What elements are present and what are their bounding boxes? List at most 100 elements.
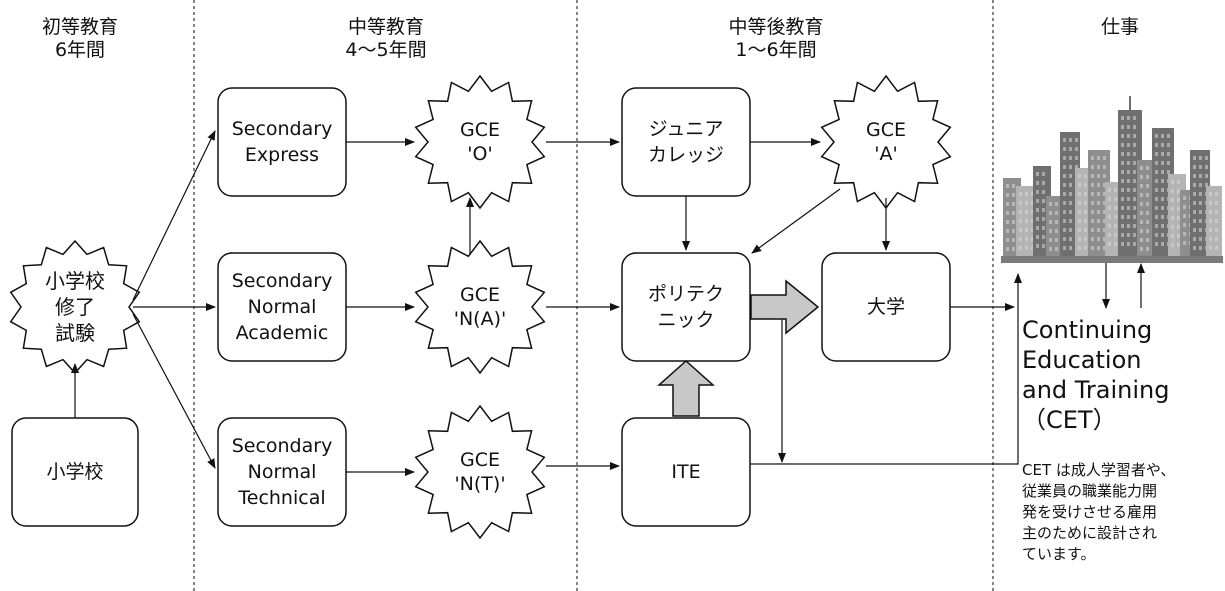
gce-nt-line1: GCE — [460, 449, 500, 471]
gce-na-line2: 'N(A)' — [453, 308, 507, 330]
gce-nt-label: GCE 'N(T)' — [420, 440, 540, 504]
junior-college-label: ジュニア カレッジ — [622, 88, 750, 196]
city-window — [1215, 237, 1218, 241]
city-window — [1075, 138, 1078, 142]
city-window — [1069, 165, 1072, 169]
gce-o-star — [414, 74, 546, 210]
city-window — [1121, 161, 1124, 165]
gce-o-line1: GCE — [460, 119, 500, 141]
city-window — [1049, 220, 1052, 224]
arrow-ite-to-work — [750, 273, 1022, 465]
city-window — [1031, 237, 1034, 241]
city-spire — [1129, 96, 1131, 112]
city-window — [1049, 229, 1052, 233]
city-window — [1121, 215, 1124, 219]
city-window — [1199, 237, 1202, 241]
city-window — [1108, 215, 1111, 219]
city-window — [1127, 224, 1130, 228]
city-window — [1133, 206, 1136, 210]
sec-normal-technical-label: Secondary Normal Technical — [218, 418, 346, 526]
city-window — [1084, 228, 1087, 232]
city-window — [1193, 174, 1196, 178]
city-window — [1177, 180, 1180, 184]
header-primary-duration: 6年間 — [54, 39, 106, 61]
psle-line1: 小学校 — [45, 269, 105, 293]
ite-text: ITE — [671, 461, 701, 483]
city-window — [1127, 161, 1130, 165]
city-window — [1161, 188, 1164, 192]
sec-nt-line3: Technical — [238, 487, 326, 509]
city-window — [1167, 170, 1170, 174]
city-window — [1114, 188, 1117, 192]
city-window — [1019, 237, 1022, 241]
city-window — [1049, 202, 1052, 206]
city-window — [1205, 174, 1208, 178]
city-window — [1127, 143, 1130, 147]
column-dividers — [193, 0, 994, 591]
city-window — [1097, 192, 1100, 196]
city-window — [1155, 224, 1158, 228]
gce-a-line1: GCE — [866, 119, 906, 141]
city-window — [1108, 206, 1111, 210]
city-window — [1108, 224, 1111, 228]
city-window — [1097, 228, 1100, 232]
city-window — [1209, 192, 1212, 196]
city-window — [1012, 184, 1015, 188]
city-window — [1091, 210, 1094, 214]
city-window — [1069, 228, 1072, 232]
city-window — [1069, 246, 1072, 250]
cet-note-line5: ています。 — [1022, 545, 1096, 563]
city-window — [1036, 226, 1039, 230]
city-window — [1133, 143, 1136, 147]
city-window — [1019, 210, 1022, 214]
city-window — [1215, 246, 1218, 250]
city-window — [1161, 152, 1164, 156]
city-window — [1177, 216, 1180, 220]
city-window — [1199, 183, 1202, 187]
city-window — [1069, 201, 1072, 205]
city-window — [1012, 229, 1015, 233]
city-window — [1121, 179, 1124, 183]
city-window — [1042, 199, 1045, 203]
city-window — [1103, 246, 1106, 250]
city-window — [1091, 228, 1094, 232]
city-window — [1063, 210, 1066, 214]
city-window — [1183, 205, 1186, 209]
city-window — [1063, 201, 1066, 205]
city-window — [1161, 206, 1164, 210]
city-window — [1171, 198, 1174, 202]
city-window — [1097, 219, 1100, 223]
city-window — [1103, 174, 1106, 178]
city-window — [1133, 116, 1136, 120]
city-window — [1146, 202, 1149, 206]
city-window — [1193, 156, 1196, 160]
city-window — [1055, 202, 1058, 206]
city-window — [1155, 206, 1158, 210]
sec-normal-academic-label: Secondary Normal Academic — [218, 253, 346, 361]
city-window — [1031, 201, 1034, 205]
city-skyline-icon — [1001, 96, 1223, 263]
city-window — [1078, 183, 1081, 187]
city-window — [1193, 228, 1196, 232]
city-window — [1091, 183, 1094, 187]
city-window — [1155, 134, 1158, 138]
city-window — [1155, 215, 1158, 219]
city-window — [1171, 243, 1174, 247]
city-window — [1209, 219, 1212, 223]
city-window — [1171, 225, 1174, 229]
city-window — [1140, 211, 1143, 215]
city-window — [1108, 233, 1111, 237]
city-window — [1133, 188, 1136, 192]
city-window — [1114, 206, 1117, 210]
arrow-gce-a-to-polytechnic — [751, 188, 841, 254]
city-window — [1103, 156, 1106, 160]
city-window — [1133, 134, 1136, 138]
gce-na-line1: GCE — [460, 284, 500, 306]
city-window — [1127, 134, 1130, 138]
city-window — [1199, 174, 1202, 178]
city-window — [1167, 161, 1170, 165]
city-window — [1146, 247, 1149, 251]
city-window — [1155, 161, 1158, 165]
city-window — [1146, 220, 1149, 224]
city-window — [1019, 228, 1022, 232]
